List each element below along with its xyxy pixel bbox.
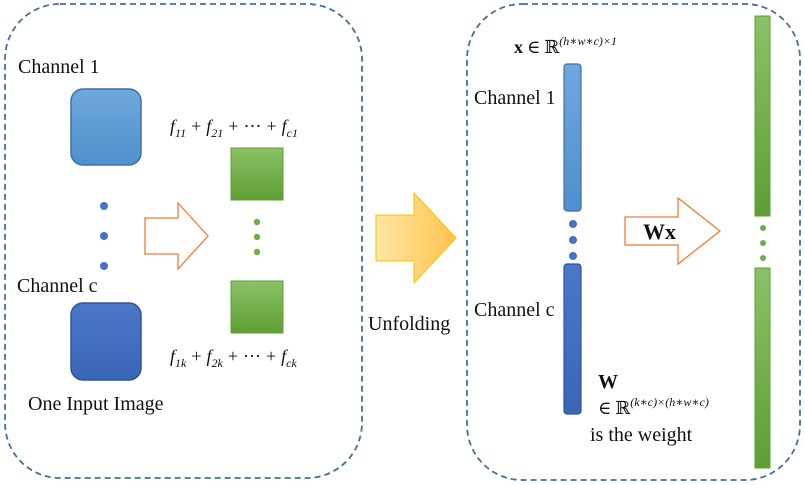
conv-arrow [144,201,209,271]
left-panel [4,3,363,479]
feature-map-top [230,147,284,201]
input-image-caption: One Input Image [28,393,164,415]
vector-dot [569,252,577,260]
channel-dot [100,202,108,210]
feature-dot [253,218,261,226]
wx-label: Wx [643,219,676,244]
output-dot [760,225,766,231]
wx-arrow [624,196,722,266]
x-vector-channelc [563,263,582,415]
channel-dot [100,262,108,270]
channel1-image [70,88,142,166]
output-dot [760,240,766,246]
feature-map-bottom [230,280,284,334]
vector-dot [569,236,577,244]
right-channel1-label: Channel 1 [474,87,556,109]
x-definition: x∈ℝ(h∗w∗c)×1 [514,34,617,57]
unfolding-arrow [375,191,457,285]
vector-dot [569,220,577,228]
channel-dot [100,232,108,240]
feature-dot [253,248,261,256]
sum-bottom-formula: f1k+f2k+⋯+fck [170,346,297,370]
unfolding-label: Unfolding [368,313,450,335]
channelc-image [70,302,142,381]
output-vector-bottom [754,267,771,469]
feature-dot [253,233,261,241]
w-definition: ∈ℝ(k∗c)×(h∗w∗c) [598,395,709,418]
sum-top-formula: f11+f21+⋯+fc1 [170,116,298,140]
right-channelc-label: Channel c [474,299,555,321]
left-channelc-label: Channel c [17,275,98,297]
w-caption: is the weight [590,424,693,446]
output-dot [760,255,766,261]
right-panel [466,3,801,481]
left-channel1-label: Channel 1 [18,56,100,78]
output-vector-top [754,15,771,217]
x-vector-channel1 [563,63,582,212]
w-symbol: W [598,371,618,393]
